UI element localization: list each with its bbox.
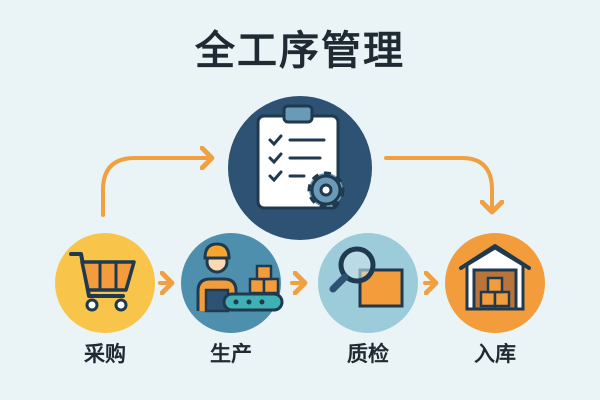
step-label-quality-check: 质检 xyxy=(347,342,389,366)
worker-conveyor-icon xyxy=(181,233,284,333)
step-label-purchase: 采购 xyxy=(84,342,126,366)
curved-arrow-left xyxy=(101,158,212,217)
page-title: 全工序管理 xyxy=(195,28,405,74)
warehouse-icon xyxy=(445,233,545,333)
curved-arrow-right xyxy=(384,156,492,212)
magnifier-box-icon xyxy=(318,233,418,333)
shopping-cart-icon xyxy=(55,233,155,333)
step-label-warehousing: 入库 xyxy=(474,342,516,366)
clipboard-gear-icon xyxy=(228,96,372,240)
step-label-production: 生产 xyxy=(210,342,252,366)
